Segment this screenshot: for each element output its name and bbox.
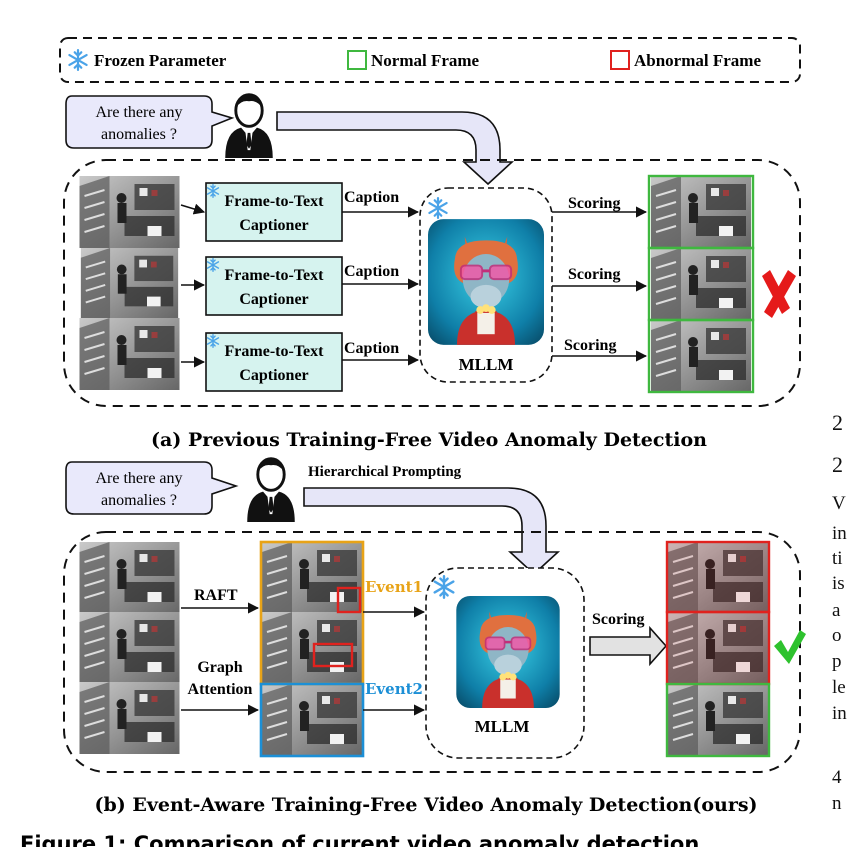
input-frame <box>78 176 181 248</box>
side-text: 4 <box>832 767 842 788</box>
side-text: ti <box>832 548 843 569</box>
output-frame <box>649 320 753 392</box>
arrow <box>180 203 206 215</box>
side-text: V <box>832 493 846 514</box>
attention-label: Attention <box>188 681 253 698</box>
legend-normal: Normal Frame <box>371 51 480 70</box>
question-bubble-b <box>65 461 239 515</box>
question-b-line1: Are there any <box>95 470 182 487</box>
side-text: in <box>832 703 847 724</box>
caption-label: Caption <box>344 189 399 206</box>
abnormal-frame-swatch <box>610 50 630 70</box>
raft-label: RAFT <box>194 587 238 604</box>
snowflake-icon <box>68 49 88 71</box>
captioner-label: Frame-to-Text <box>225 343 325 360</box>
side-text: p <box>832 651 842 672</box>
side-text: 2 <box>832 410 843 435</box>
captioner-box: Frame-to-Text Captioner <box>205 256 343 316</box>
panel-b: Are there any anomalies ? Hierarchical P… <box>63 457 806 773</box>
side-text: le <box>832 677 846 698</box>
abnormal-frame-border <box>665 610 771 686</box>
input-frame <box>79 248 180 318</box>
scoring-arrow-b <box>589 625 668 667</box>
normal-frame-swatch <box>347 50 367 70</box>
panel-a-caption: (a) Previous Training-Free Video Anomaly… <box>151 429 707 451</box>
question-a-line2: anomalies ? <box>101 126 177 143</box>
side-text: in <box>832 523 847 544</box>
panel-a: Are there any anomalies ? Frame-to-Text … <box>63 93 801 407</box>
prompting-label: Hierarchical Prompting <box>308 464 462 480</box>
event-frame <box>261 542 363 614</box>
side-text: n <box>832 793 842 814</box>
captioner-label: Captioner <box>239 291 308 308</box>
normal-frame-border <box>647 318 755 394</box>
question-b-line2: anomalies ? <box>101 492 177 509</box>
scoring-label: Scoring <box>564 337 616 354</box>
event-frame <box>261 684 363 756</box>
llama-icon <box>428 219 544 345</box>
user-icon <box>245 457 297 522</box>
caption-label: Caption <box>344 263 399 280</box>
panel-b-caption: (b) Event-Aware Training-Free Video Anom… <box>94 794 757 816</box>
pipeline-container-b <box>63 531 801 773</box>
mllm-label-a: MLLM <box>459 355 514 374</box>
side-text: o <box>832 625 842 646</box>
normal-frame-border <box>665 682 771 758</box>
check-icon <box>774 630 806 664</box>
input-frame <box>78 542 181 614</box>
event2-group-border <box>259 682 365 758</box>
captioner-box: Frame-to-Text Captioner <box>205 332 343 392</box>
output-frame <box>649 176 753 248</box>
event1-label: Event1 <box>365 578 423 596</box>
question-a-line1: Are there any <box>95 104 182 121</box>
user-icon <box>223 93 275 158</box>
graph-label: Graph <box>197 659 242 676</box>
scoring-label-b: Scoring <box>592 611 644 628</box>
abnormal-frame-border <box>665 540 771 614</box>
legend-abnormal: Abnormal Frame <box>634 51 761 70</box>
input-frame <box>78 318 181 390</box>
question-bubble-a <box>65 95 235 149</box>
mllm-label-b: MLLM <box>475 717 530 736</box>
cross-icon <box>762 270 796 318</box>
captioner-label: Captioner <box>239 367 308 384</box>
event2-label: Event2 <box>365 680 423 698</box>
captioner-label: Captioner <box>239 217 308 234</box>
caption-label: Caption <box>344 340 399 357</box>
captioner-label: Frame-to-Text <box>225 267 325 284</box>
anomaly-region-box <box>312 642 354 668</box>
figure-caption: Figure 1: Comparison of current video an… <box>20 832 699 847</box>
side-text: is <box>832 573 845 594</box>
scoring-label: Scoring <box>568 266 620 283</box>
captioner-box: Frame-to-Text Captioner <box>205 182 343 242</box>
input-frame <box>78 682 181 754</box>
llama-icon <box>455 596 561 708</box>
captioner-label: Frame-to-Text <box>225 193 325 210</box>
legend: Frozen Parameter Normal Frame Abnormal F… <box>59 37 801 83</box>
input-frame <box>78 612 181 684</box>
pipeline-container-a <box>63 159 801 407</box>
side-text: 2 <box>832 452 843 477</box>
legend-frozen: Frozen Parameter <box>94 51 227 70</box>
scoring-label: Scoring <box>568 195 620 212</box>
prompt-arrow-a <box>276 111 515 186</box>
side-text: a <box>832 600 841 621</box>
output-frame <box>667 684 769 756</box>
event-frame <box>261 612 363 684</box>
anomaly-region-box <box>336 586 362 614</box>
output-frame <box>649 248 753 320</box>
